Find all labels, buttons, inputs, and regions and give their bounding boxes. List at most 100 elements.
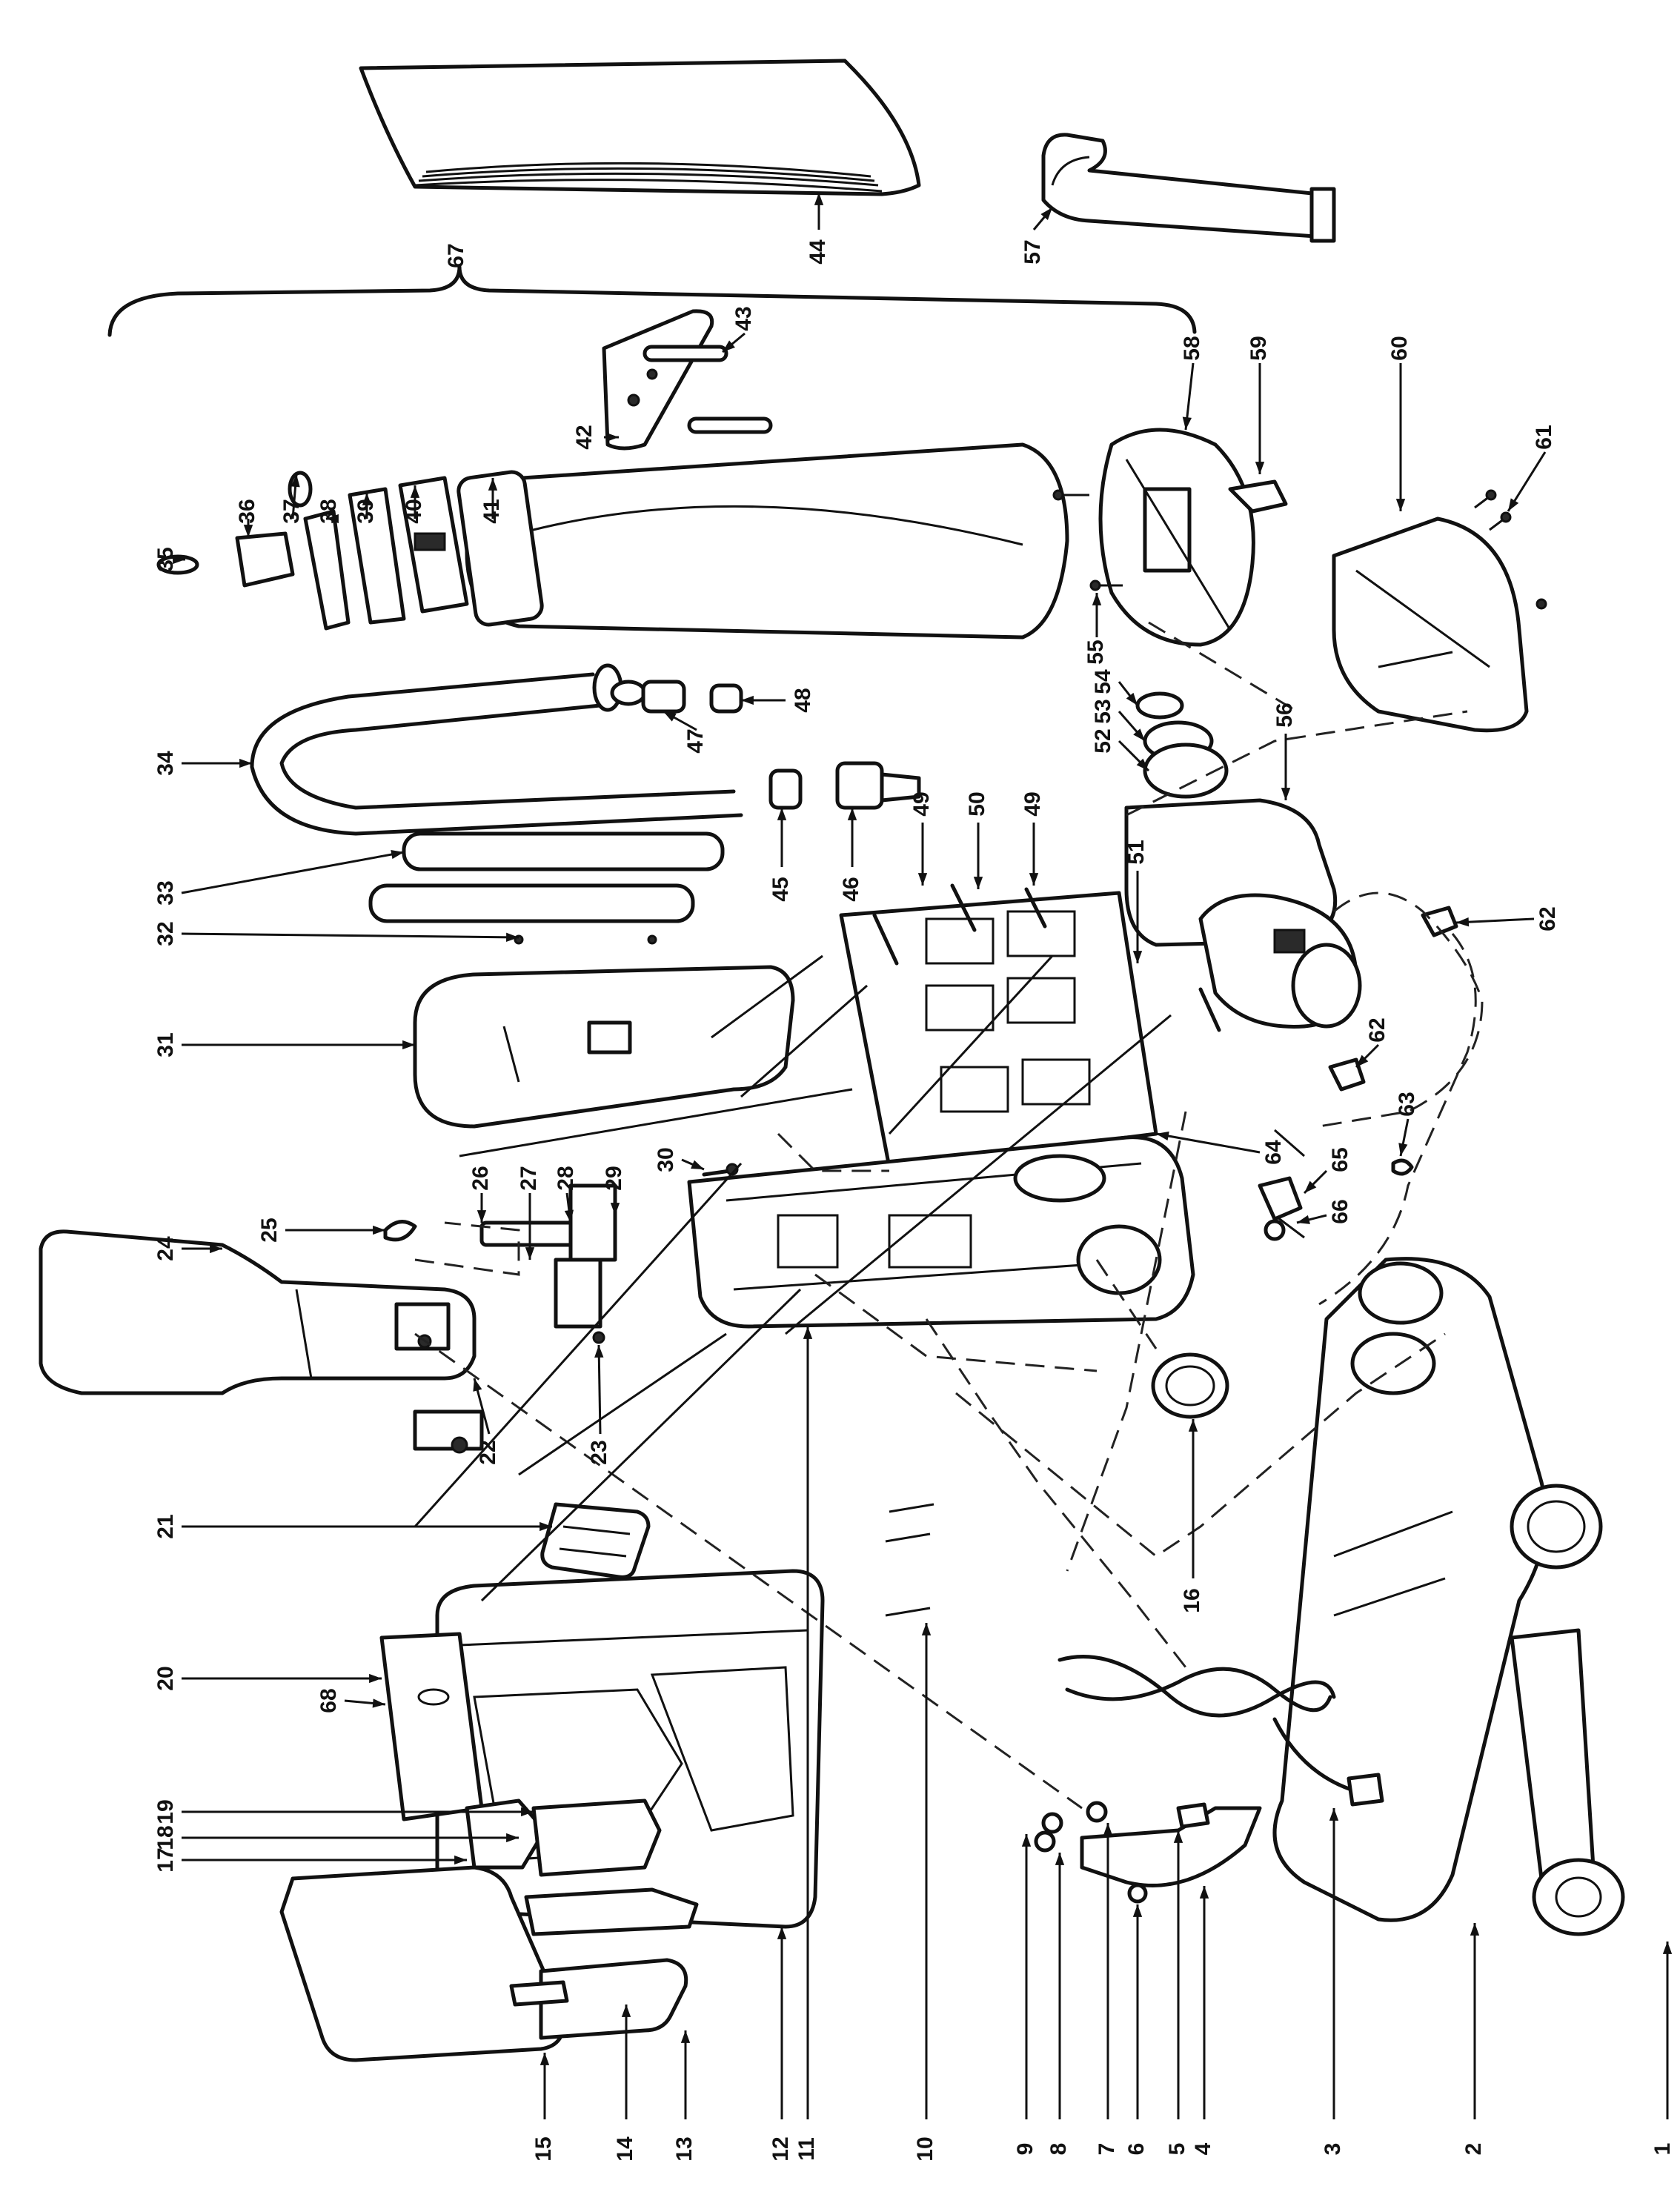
callout-arrowhead-c42 [606, 432, 619, 442]
callout-c37: 37 [279, 474, 304, 524]
callout-c12: 12 [768, 1927, 793, 2162]
callout-number-c38: 38 [316, 499, 341, 523]
callout-number-c60: 60 [1387, 336, 1412, 360]
callout-number-c44: 44 [806, 239, 830, 265]
callout-c22: 22 [473, 1378, 500, 1465]
callout-number-c52: 52 [1091, 728, 1115, 753]
callout-number-c12: 12 [768, 2136, 793, 2161]
callout-arrowhead-c24 [210, 1243, 222, 1254]
part-56-motor [1124, 798, 1362, 1029]
callout-number-c39: 39 [353, 499, 378, 523]
callout-number-c68: 68 [316, 1688, 341, 1713]
part-65-66-switch [1258, 1176, 1303, 1241]
callout-number-c45: 45 [768, 877, 793, 901]
callout-number-c23: 23 [587, 1440, 611, 1464]
callout-arrowhead-c7 [1103, 1823, 1113, 1836]
callout-c7: 7 [1095, 1823, 1119, 2155]
callout-arrowhead-c6 [1132, 1904, 1143, 1917]
callout-number-c5: 5 [1165, 2143, 1189, 2156]
callout-number-c46: 46 [839, 877, 863, 901]
callout-number-c37: 37 [279, 499, 304, 523]
callout-number-c32: 32 [153, 921, 178, 946]
part-2-base [1272, 1257, 1603, 1922]
callout-number-c14: 14 [613, 2136, 637, 2162]
callout-c58: 58 [1180, 336, 1204, 431]
connection-lines [414, 954, 1172, 1602]
callout-number-c62a: 62 [1535, 906, 1560, 931]
callout-number-c58: 58 [1180, 336, 1204, 360]
callout-c64: 64 [1155, 1131, 1286, 1165]
callout-number-c7: 7 [1095, 2143, 1119, 2156]
callout-arrowhead-c45 [777, 808, 787, 820]
callout-arrowhead-c2 [1470, 1923, 1480, 1936]
callout-number-c30: 30 [654, 1147, 678, 1172]
callout-arrowhead-c36 [243, 525, 253, 537]
callout-arrowhead-c65 [1304, 1180, 1317, 1193]
callout-number-c26: 26 [468, 1166, 493, 1190]
callout-arrowhead-c68 [372, 1698, 385, 1708]
callout-number-c66: 66 [1328, 1199, 1352, 1223]
callout-number-c10: 10 [913, 2136, 937, 2161]
callout-c68: 68 [316, 1688, 386, 1713]
callout-c41: 41 [479, 478, 504, 524]
callout-number-c43: 43 [731, 306, 756, 331]
callout-c38: 38 [316, 499, 341, 523]
callout-c32: 32 [153, 921, 519, 946]
callout-c40: 40 [402, 485, 426, 524]
callout-number-c50: 50 [965, 791, 989, 816]
callout-arrowhead-c16 [1188, 1419, 1198, 1432]
callout-arrowhead-c49b [1029, 873, 1039, 886]
callout-arrowhead-c27 [525, 1247, 535, 1260]
part-35-40-collar [156, 471, 469, 631]
callout-arrowhead-c26 [477, 1210, 487, 1223]
callout-arrowhead-c53 [1133, 728, 1145, 741]
callout-number-c3: 3 [1321, 2143, 1345, 2156]
callout-arrowhead-c23 [594, 1345, 604, 1358]
callout-number-c19: 19 [153, 1799, 178, 1824]
callout-arrowhead-c63 [1398, 1143, 1408, 1156]
callout-c62b: 62 [1355, 1017, 1390, 1069]
callout-c60: 60 [1387, 336, 1412, 511]
callout-number-c15: 15 [531, 2136, 556, 2161]
callout-arrowhead-c62b [1356, 1054, 1369, 1067]
callout-arrowhead-c54 [1126, 692, 1138, 705]
callout-arrowhead-c46 [847, 808, 857, 820]
callout-c47: 47 [663, 710, 708, 754]
callout-number-c54: 54 [1091, 669, 1115, 694]
callout-arrowhead-c60 [1395, 499, 1406, 511]
part-60-motor-housing [1332, 517, 1529, 733]
callout-c65: 65 [1303, 1147, 1352, 1195]
callout-number-c61: 61 [1532, 425, 1556, 449]
callout-c45: 45 [768, 808, 793, 902]
callout-c14: 14 [613, 2005, 637, 2162]
part-22-29-handle [39, 1183, 617, 1454]
callout-c52: 52 [1091, 728, 1150, 772]
callout-c10: 10 [913, 1623, 937, 2162]
callout-c54: 54 [1091, 669, 1139, 706]
callout-arrowhead-c29 [610, 1203, 620, 1215]
callout-arrowhead-c15 [539, 2053, 550, 2065]
bracket-67 [107, 265, 1197, 337]
callout-number-c59: 59 [1246, 336, 1271, 360]
part-59-lever [1228, 479, 1288, 514]
callout-c46: 46 [839, 808, 863, 902]
callout-number-c47: 47 [683, 728, 708, 753]
callout-arrowhead-c39 [362, 493, 372, 505]
callout-number-c67: 67 [444, 243, 468, 268]
callout-number-c36: 36 [235, 499, 259, 523]
assembly-lines [414, 621, 1484, 1810]
callout-arrowhead-c40 [410, 485, 420, 498]
part-57-bag-adapter [1041, 133, 1336, 243]
callout-number-c9: 9 [1013, 2143, 1037, 2156]
callout-number-c56: 56 [1272, 703, 1297, 727]
callout-arrowhead-c37 [290, 474, 300, 488]
callout-arrowhead-c22 [473, 1378, 482, 1392]
callout-arrowhead-c64 [1156, 1131, 1169, 1141]
callout-arrowhead-c50 [973, 877, 983, 889]
callout-arrowhead-c44 [814, 193, 824, 205]
part-16-wheel [1151, 1352, 1229, 1419]
part-62-63-terminals [1274, 906, 1458, 1239]
part-58-endcap [1098, 428, 1255, 647]
callout-c16: 16 [1180, 1419, 1204, 1613]
